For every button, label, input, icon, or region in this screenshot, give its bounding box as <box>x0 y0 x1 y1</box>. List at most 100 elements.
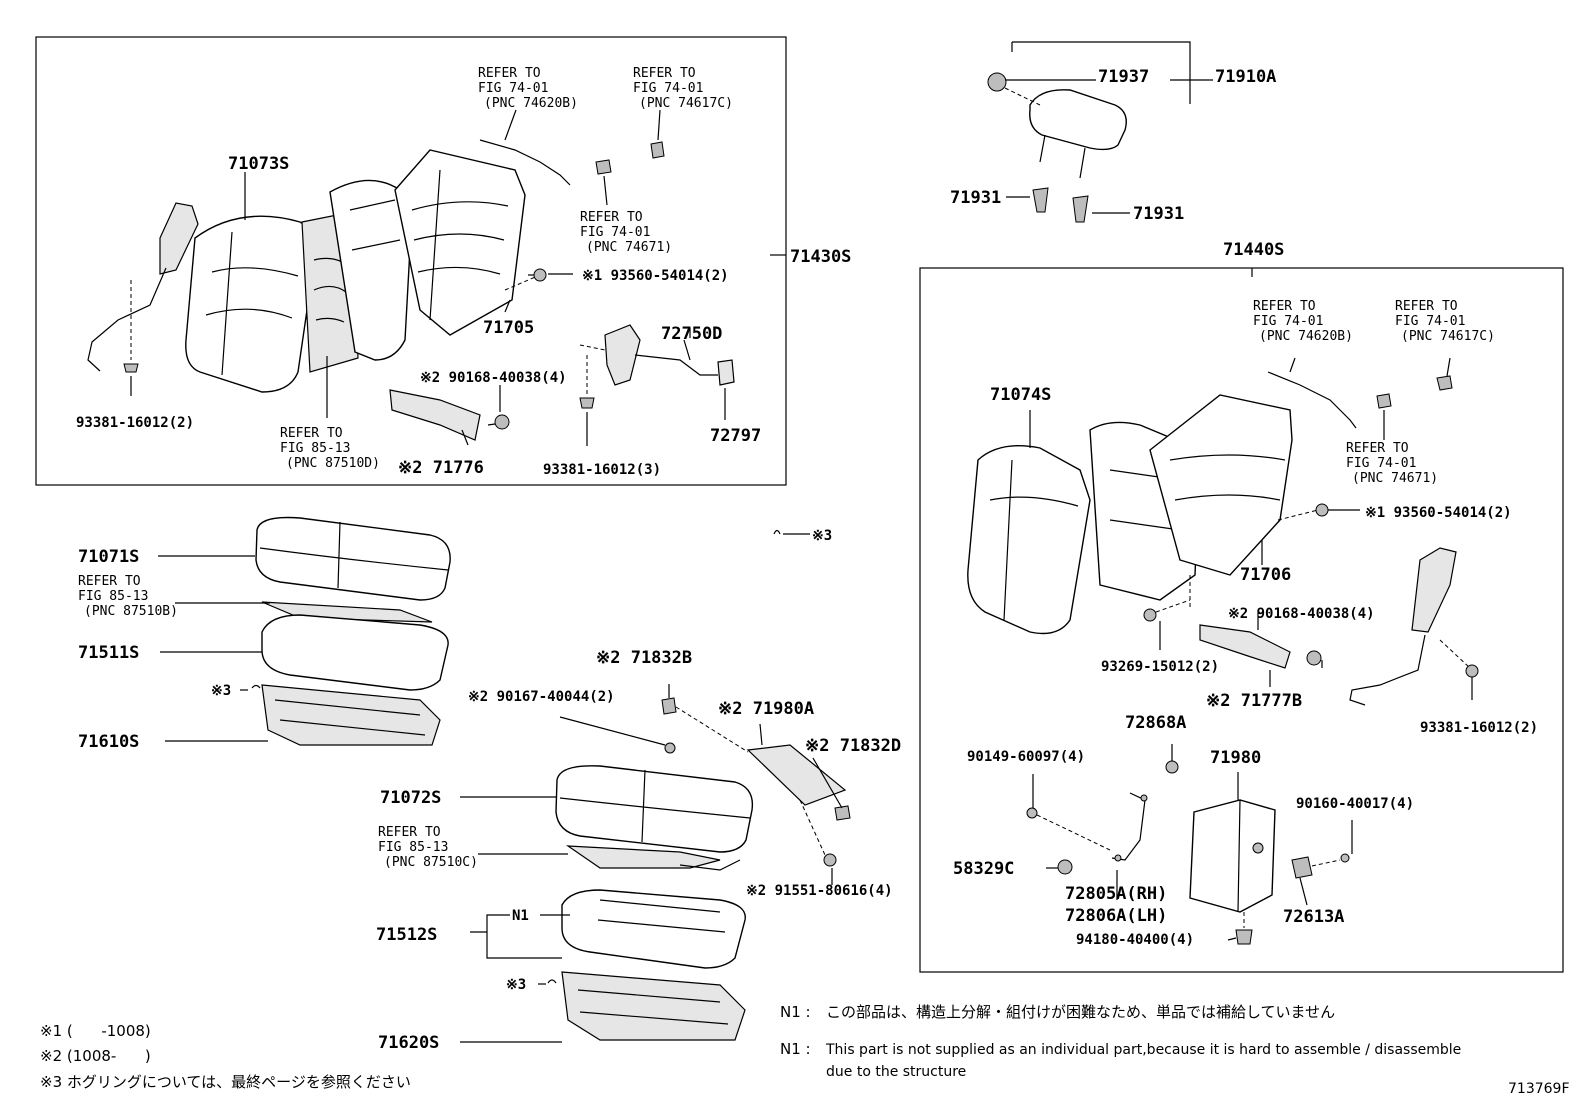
refer-fig-74-01-74620B-rear[interactable]: REFER TO FIG 74-01 (PNC 74620B) <box>1253 299 1353 344</box>
cap-58329C-drawing <box>1057 859 1073 875</box>
label-71931-b[interactable]: 71931 <box>1133 204 1184 224</box>
refer-fig-74-01-74671-rear[interactable]: REFER TO FIG 74-01 (PNC 74671) <box>1346 441 1438 486</box>
label-90160-40017[interactable]: 90160-40017(4) <box>1296 796 1414 812</box>
label-93560-54014-a[interactable]: ※1 93560-54014(2) <box>582 268 729 284</box>
label-71512S[interactable]: 71512S <box>376 925 437 945</box>
clip-rear-74671-drawing <box>1376 393 1392 409</box>
svg-text:REFER TO: REFER TO <box>633 66 696 81</box>
svg-text:REFER TO: REFER TO <box>378 825 441 840</box>
label-71610S[interactable]: 71610S <box>78 732 139 752</box>
bolt-rear-93560-drawing <box>1315 503 1329 517</box>
nut-72868A-drawing <box>1165 760 1179 774</box>
seat-pad-71511S-drawing <box>261 614 449 691</box>
hinge-72805A-drawing <box>1111 792 1148 862</box>
label-71980A[interactable]: ※2 71980A <box>718 699 814 719</box>
label-72805A[interactable]: 72805A(RH) <box>1065 884 1167 904</box>
label-71072S[interactable]: 71072S <box>380 788 441 808</box>
label-90149-60097[interactable]: 90149-60097(4) <box>967 749 1085 765</box>
seatback-frame-71706-drawing <box>1149 394 1319 576</box>
label-71777B[interactable]: ※2 71777B <box>1206 691 1302 711</box>
label-71706[interactable]: 71706 <box>1240 565 1291 585</box>
label-71832D[interactable]: ※2 71832D <box>805 736 901 756</box>
svg-text:FIG 74-01: FIG 74-01 <box>1395 314 1465 329</box>
legend-mark-3: ※3 ホグリングについては、最終ページを参照ください <box>40 1073 411 1091</box>
label-72868A[interactable]: 72868A <box>1125 713 1186 733</box>
clip-74671-drawing <box>595 159 612 175</box>
cover-71777B-drawing <box>1199 624 1291 669</box>
screw-90149-drawing <box>1026 807 1111 851</box>
label-N1: N1 <box>512 908 529 924</box>
label-93381-16012-a[interactable]: 93381-16012(2) <box>76 415 194 431</box>
label-71910A[interactable]: 71910A <box>1215 67 1276 87</box>
svg-text:REFER TO: REFER TO <box>78 574 141 589</box>
label-72797[interactable]: 72797 <box>710 426 761 446</box>
svg-text:(PNC 87510D): (PNC 87510D) <box>286 456 380 471</box>
label-94180-40400[interactable]: 94180-40400(4) <box>1076 932 1194 948</box>
label-71430S[interactable]: 71430S <box>790 247 851 267</box>
refer-fig-85-13-87510C[interactable]: REFER TO FIG 85-13 (PNC 87510C) <box>378 825 478 870</box>
screw-90160-drawing <box>1340 853 1350 863</box>
svg-text:FIG 85-13: FIG 85-13 <box>378 840 448 855</box>
label-71980[interactable]: 71980 <box>1210 748 1261 768</box>
label-71931-a[interactable]: 71931 <box>950 188 1001 208</box>
refer-fig-85-13-87510B[interactable]: REFER TO FIG 85-13 (PNC 87510B) <box>78 574 178 619</box>
label-93560-54014-b[interactable]: ※1 93560-54014(2) <box>1365 505 1512 521</box>
label-90167-40044[interactable]: ※2 90167-40044(2) <box>468 689 615 705</box>
label-93269-15012[interactable]: 93269-15012(2) <box>1101 659 1219 675</box>
hog-ring-mark-drawing <box>773 529 810 535</box>
refer-fig-74-01-74617C-rear[interactable]: REFER TO FIG 74-01 (PNC 74617C) <box>1395 299 1495 344</box>
clip-rear-90168-drawing <box>1306 650 1322 666</box>
svg-text:FIG 74-01: FIG 74-01 <box>1253 314 1323 329</box>
svg-text:FIG 74-01: FIG 74-01 <box>1346 456 1416 471</box>
svg-text:FIG 74-01: FIG 74-01 <box>478 81 548 96</box>
refer-fig-85-13-87510D[interactable]: REFER TO FIG 85-13 (PNC 87510D) <box>280 426 380 471</box>
bracket-71980A-drawing <box>746 744 847 806</box>
label-71620S[interactable]: 71620S <box>378 1033 439 1053</box>
clip-rear-74617C-drawing <box>1436 375 1453 391</box>
seat-cushion-71072S-drawing <box>555 765 754 853</box>
bracket-72613A-drawing <box>1291 856 1341 879</box>
stopper-94180-drawing <box>1235 912 1253 945</box>
bolt-91551-drawing <box>799 799 837 867</box>
svg-text:REFER TO: REFER TO <box>280 426 343 441</box>
label-58329C[interactable]: 58329C <box>953 859 1014 879</box>
label-hog-ring-a: ※3 <box>812 528 832 544</box>
svg-text:(PNC 74617C): (PNC 74617C) <box>639 96 733 111</box>
label-72613A[interactable]: 72613A <box>1283 907 1344 927</box>
label-90168-40038-a[interactable]: ※2 90168-40038(4) <box>420 370 567 386</box>
label-71705[interactable]: 71705 <box>483 318 534 338</box>
label-93381-16012-c[interactable]: 93381-16012(2) <box>1420 720 1538 736</box>
svg-text:REFER TO: REFER TO <box>1395 299 1458 314</box>
label-72806A[interactable]: 72806A(LH) <box>1065 906 1167 926</box>
refer-fig-74-01-74617C[interactable]: REFER TO FIG 74-01 (PNC 74617C) <box>633 66 733 111</box>
svg-text:(PNC 74620B): (PNC 74620B) <box>1259 329 1353 344</box>
label-71073S[interactable]: 71073S <box>228 154 289 174</box>
label-93381-16012-b[interactable]: 93381-16012(3) <box>543 462 661 478</box>
seat-frame-71610S-drawing <box>240 684 441 746</box>
bracket-72797-drawing <box>717 359 735 386</box>
seatback-pad-drawing <box>329 179 413 361</box>
label-71776[interactable]: ※2 71776 <box>398 458 484 478</box>
label-71832B[interactable]: ※2 71832B <box>596 648 692 668</box>
svg-text:FIG 85-13: FIG 85-13 <box>78 589 148 604</box>
cover-71776-drawing <box>389 389 481 441</box>
seat-pad-71512S-drawing <box>561 889 746 969</box>
label-71511S[interactable]: 71511S <box>78 643 139 663</box>
svg-text:FIG 74-01: FIG 74-01 <box>633 81 703 96</box>
svg-text:(PNC 74671): (PNC 74671) <box>586 240 672 255</box>
label-71071S[interactable]: 71071S <box>78 547 139 567</box>
label-71440S[interactable]: 71440S <box>1223 240 1284 260</box>
refer-fig-74-01-74620B[interactable]: REFER TO FIG 74-01 (PNC 74620B) <box>478 66 578 111</box>
label-91551-80616[interactable]: ※2 91551-80616(4) <box>746 883 893 899</box>
label-72750D[interactable]: 72750D <box>661 324 722 344</box>
reference-notes: REFER TO FIG 74-01 (PNC 74620B) REFER TO… <box>78 66 1495 870</box>
label-71074S[interactable]: 71074S <box>990 385 1051 405</box>
clip-90167-drawing <box>664 742 676 754</box>
svg-text:REFER TO: REFER TO <box>1346 441 1409 456</box>
refer-fig-74-01-74671[interactable]: REFER TO FIG 74-01 (PNC 74671) <box>580 210 672 255</box>
clip-71832D-drawing <box>834 805 851 821</box>
label-71937[interactable]: 71937 <box>1098 67 1149 87</box>
label-90168-40038-b[interactable]: ※2 90168-40038(4) <box>1228 606 1375 622</box>
note-n1-en-key: N1 : <box>780 1040 811 1058</box>
clip-74617C-drawing <box>650 141 665 159</box>
